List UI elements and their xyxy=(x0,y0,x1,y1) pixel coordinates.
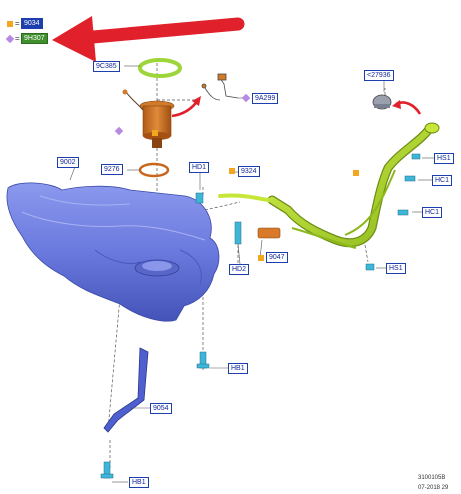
marker-9047 xyxy=(258,255,264,261)
callout-9276[interactable]: 9276 xyxy=(101,164,123,175)
callout-9c385[interactable]: 9C385 xyxy=(93,61,120,72)
lock-ring xyxy=(138,58,182,78)
fuel-tank xyxy=(6,182,220,322)
hose-9047 xyxy=(257,227,281,239)
marker-9324 xyxy=(229,168,235,174)
fuel-pump-module xyxy=(122,89,175,148)
marker-pump-sq xyxy=(152,130,158,136)
bolt-hd2 xyxy=(234,221,242,245)
legend-code-9034[interactable]: 9034 xyxy=(21,18,43,29)
tank-strap xyxy=(103,347,149,433)
red-small-arrow-head xyxy=(192,96,201,106)
hose-clips xyxy=(195,153,421,271)
legend-square-marker xyxy=(7,21,13,27)
bolts-hb1 xyxy=(100,351,210,479)
legend-equals-2: = xyxy=(15,34,20,43)
fuel-level-sender xyxy=(201,73,239,101)
callout-hd2[interactable]: HD2 xyxy=(229,264,250,275)
callout-9002[interactable]: 9002 xyxy=(57,157,79,168)
filler-pipe xyxy=(218,122,440,249)
callout-hc1-mid[interactable]: HC1 xyxy=(422,207,443,218)
red-cap-arrow-head xyxy=(392,100,401,109)
seal-ring xyxy=(138,162,170,178)
callout-9a299[interactable]: 9A299 xyxy=(252,93,279,104)
marker-filler xyxy=(353,170,359,176)
callout-9324[interactable]: 9324 xyxy=(238,166,260,177)
callout-9054[interactable]: 9054 xyxy=(150,403,172,414)
callout-9047[interactable]: 9047 xyxy=(266,252,288,263)
callout-hb1-mid[interactable]: HB1 xyxy=(228,363,248,374)
red-pointer-arrow xyxy=(52,16,245,62)
callout-hs1-bottom[interactable]: HS1 xyxy=(386,263,406,274)
fuel-cap xyxy=(372,94,392,110)
callout-hd1[interactable]: HD1 xyxy=(189,162,210,173)
legend-code-9h307[interactable]: 9H307 xyxy=(21,33,48,44)
diagram-code: 3100105B xyxy=(418,475,446,481)
callout-hb1-bottom[interactable]: HB1 xyxy=(129,477,149,488)
callout-hc1-top[interactable]: HC1 xyxy=(432,175,453,186)
diagram-date: 07-2018 29 xyxy=(418,485,449,491)
callout-27936[interactable]: <27936 xyxy=(364,70,394,81)
legend-equals-1: = xyxy=(15,19,20,28)
callout-hs1-top[interactable]: HS1 xyxy=(434,153,454,164)
